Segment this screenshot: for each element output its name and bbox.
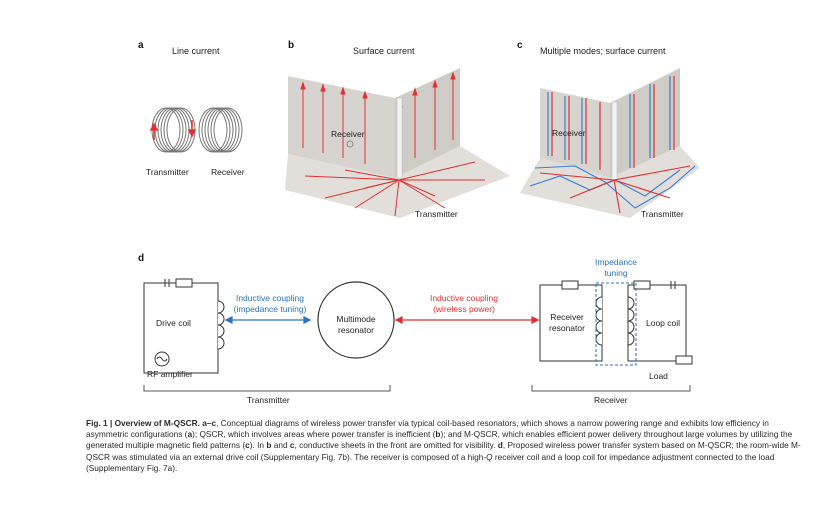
panel-b-letter: b bbox=[288, 40, 295, 51]
panel-a-receiver-label: Receiver bbox=[211, 167, 245, 177]
panel-a-title: Line current bbox=[172, 46, 220, 56]
panel-b-title: Surface current bbox=[353, 46, 415, 56]
rf-amplifier-label: RF amplifier bbox=[147, 369, 193, 379]
load-label: Load bbox=[649, 371, 668, 381]
receiver-bracket-label: Receiver bbox=[594, 395, 628, 405]
panel-b-receiver-label: Receiver bbox=[331, 129, 365, 139]
tuning-label: tuning bbox=[604, 268, 628, 278]
drive-coil-label: Drive coil bbox=[156, 318, 191, 328]
caption-ref-c2: c bbox=[289, 440, 295, 451]
panel-b-room bbox=[285, 68, 510, 218]
multimode-label: Multimode bbox=[336, 314, 376, 324]
figure-caption: Fig. 1 | Overview of M-QSCR. a–c, Concep… bbox=[86, 418, 802, 474]
caption-ref-c: c bbox=[245, 440, 250, 451]
panel-a-letter: a bbox=[138, 40, 144, 51]
panel-c-letter: c bbox=[517, 40, 523, 51]
caption-ref-b: b bbox=[435, 429, 441, 440]
panel-c-receiver-label: Receiver bbox=[552, 128, 586, 138]
panel-a-transmitter-label: Transmitter bbox=[146, 167, 189, 177]
panel-a-coils bbox=[149, 107, 243, 153]
panel-d-letter: d bbox=[138, 253, 145, 264]
caption-q: Q bbox=[486, 451, 493, 462]
caption-text-2: ); QSCR, which involves areas where powe… bbox=[192, 429, 436, 440]
caption-ref-d: d bbox=[497, 440, 503, 451]
caption-text-3: ); and M-QSCR, which enables efficient p… bbox=[86, 429, 793, 451]
wireless-power-label: (wireless power) bbox=[433, 304, 495, 314]
panel-c-room bbox=[520, 68, 700, 218]
resonator-label: resonator bbox=[338, 325, 374, 335]
caption-and: and bbox=[271, 440, 290, 451]
caption-text-6: , Proposed wireless power transfer syste… bbox=[86, 440, 801, 462]
ref-dash-c: –c bbox=[206, 418, 217, 428]
panel-b-transmitter-label: Transmitter bbox=[415, 209, 458, 219]
caption-text-7: receiver coil and a loop coil for impeda… bbox=[86, 451, 775, 473]
caption-text-5: , conductive sheets in the front are omi… bbox=[294, 440, 498, 451]
caption-ref-b2: b bbox=[266, 440, 272, 451]
caption-ref-a: a bbox=[187, 429, 193, 440]
impedance-label: Impedance bbox=[594, 257, 638, 267]
panel-c-title: Multiple modes; surface current bbox=[540, 46, 666, 56]
impedance-tuning-paren-label: (impedance tuning) bbox=[233, 304, 307, 314]
fig-label: Fig. 1 | Overview of M-QSCR. bbox=[86, 418, 200, 428]
inductive-coupling-red-label: Inductive coupling bbox=[429, 293, 499, 303]
inductive-coupling-blue-label: Inductive coupling bbox=[235, 293, 305, 303]
panel-c-transmitter-label: Transmitter bbox=[641, 209, 684, 219]
loop-coil-label: Loop coil bbox=[646, 318, 681, 328]
receiver-resonator-label-2: resonator bbox=[549, 323, 585, 333]
panel-d-circuit bbox=[143, 278, 693, 392]
receiver-resonator-label-1: Receiver bbox=[550, 312, 584, 322]
ref-a-bold: a bbox=[202, 418, 207, 428]
caption-text-1: , Conceptual diagrams of wireless power … bbox=[86, 418, 769, 440]
caption-text-4: ). In bbox=[249, 440, 267, 451]
transmitter-bracket-label: Transmitter bbox=[247, 395, 290, 405]
